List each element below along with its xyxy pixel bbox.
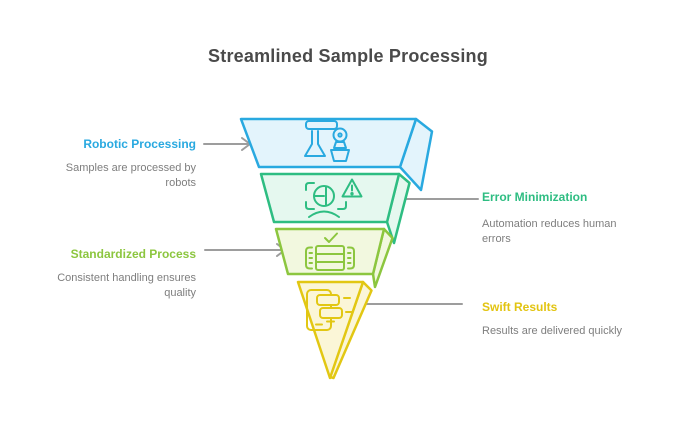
- callout-description-robotic-processing: Samples are processed by robots: [65, 162, 196, 189]
- connector-robotic-processing: [203, 137, 251, 151]
- funnel-level-1-front-face: [239, 117, 418, 169]
- funnel-level-3-front-face: [274, 227, 386, 276]
- callout-label-swift-results: Swift Results: [482, 300, 558, 314]
- callout-error-minimization: Error Minimization Automation reduces hu…: [482, 190, 642, 247]
- machine-check-icon: [305, 232, 355, 271]
- callout-description-swift-results: Results are delivered quickly: [482, 325, 623, 337]
- funnel-level-2-front-face: [259, 172, 401, 224]
- funnel-level-standardized-process: [274, 227, 394, 289]
- callout-description-standardized-process: Consistent handling ensures quality: [57, 272, 196, 299]
- callout-swift-results: Swift Results Results are delivered quic…: [482, 300, 662, 339]
- funnel-level-error-minimization: [259, 172, 411, 245]
- callout-label-standardized-process: Standardized Process: [70, 247, 196, 261]
- callout-robotic-processing: Robotic Processing Samples are processed…: [26, 137, 196, 191]
- page-title: Streamlined Sample Processing: [208, 46, 488, 66]
- callout-label-error-minimization: Error Minimization: [482, 190, 588, 204]
- funnel-level-robotic-processing: [239, 117, 434, 192]
- connector-standardized-process: [204, 243, 286, 257]
- robotic-arm-icon: [304, 120, 350, 162]
- callout-description-error-minimization: Automation reduces human errors: [482, 218, 617, 245]
- callout-label-robotic-processing: Robotic Processing: [83, 137, 196, 151]
- face-scan-warning-icon: [305, 178, 363, 218]
- phone-results-icon: [306, 289, 353, 331]
- callout-standardized-process: Standardized Process Consistent handling…: [16, 247, 196, 301]
